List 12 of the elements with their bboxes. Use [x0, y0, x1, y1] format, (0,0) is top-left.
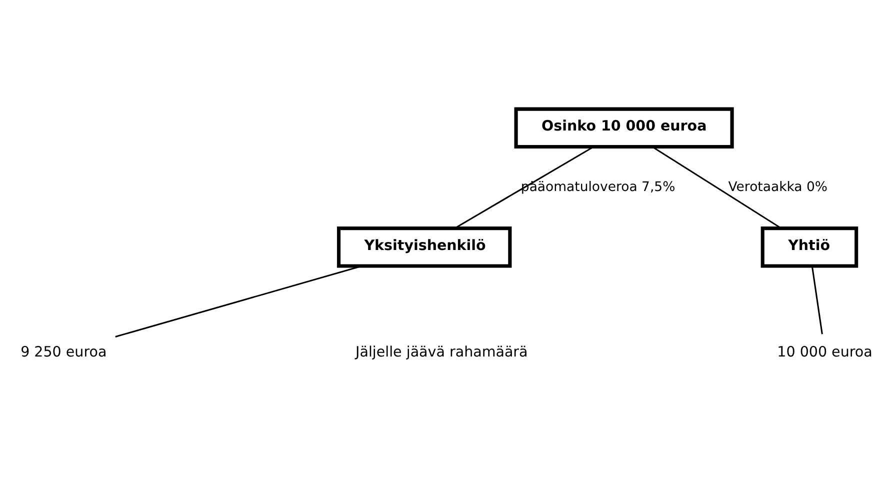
node-text: 9 250 euroa [20, 344, 107, 360]
connector [652, 146, 782, 228]
connector [115, 264, 362, 337]
node-box: Yksityishenkilö [336, 226, 512, 268]
connector [454, 146, 594, 228]
edge-label: pääomatuloveroa 7,5% [520, 179, 676, 194]
node-box: Osinko 10 000 euroa [514, 106, 734, 148]
label: Jäljelle jäävä rahamäärä [356, 344, 528, 360]
node-text: 10 000 euroa [777, 344, 872, 360]
connector [811, 266, 823, 334]
node-box: Yhtiö [760, 226, 858, 268]
edge-label: Verotaakka 0% [728, 179, 828, 194]
